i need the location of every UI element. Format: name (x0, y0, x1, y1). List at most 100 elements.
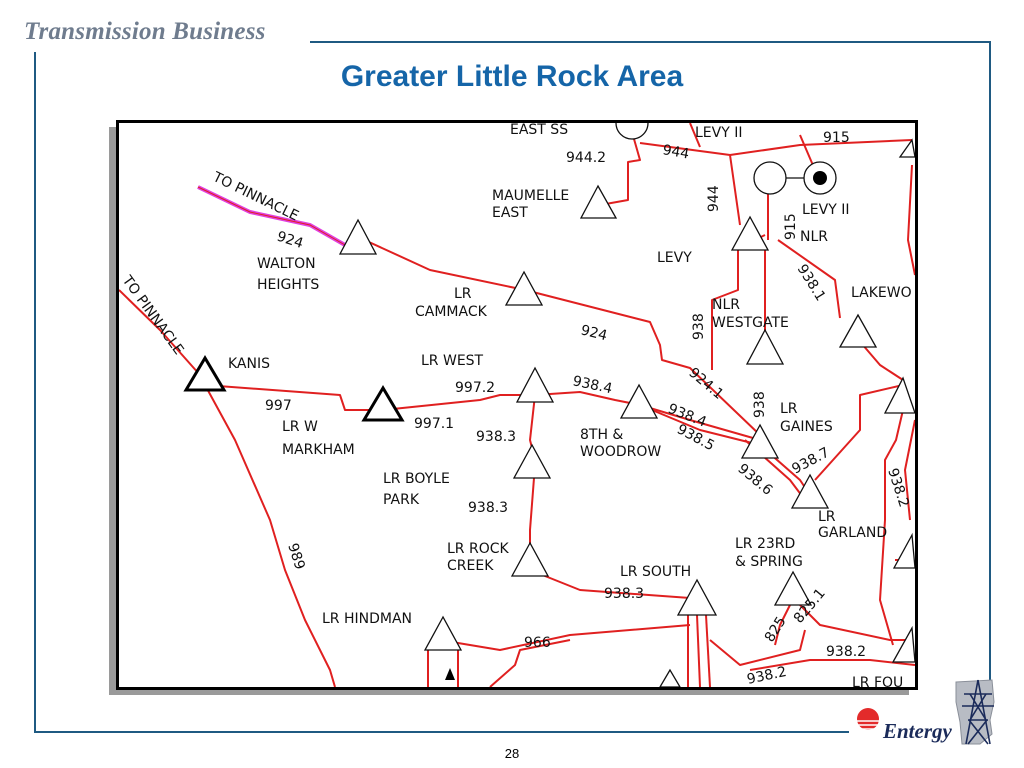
line-938-1 (777, 239, 841, 319)
generator-levy-ii-a (753, 161, 787, 195)
frame-top-rule (310, 41, 991, 43)
substation-lr-garland (790, 473, 830, 509)
line-south-vertical-b (696, 614, 701, 687)
label-lr-garland-2: GARLAND (818, 525, 887, 541)
label-944-2: 944.2 (566, 150, 606, 166)
label-938-6: 938.6 (734, 461, 775, 499)
line-924-walton-cammack (357, 236, 526, 291)
label-lr-w-markham-2: MARKHAM (282, 442, 355, 458)
substation-right-3 (891, 625, 915, 663)
generator-east-ss (615, 123, 649, 140)
line-hindman-966 (439, 624, 691, 651)
sun-icon (857, 708, 879, 730)
label-8th-woodrow-2: WOODROW (580, 444, 661, 460)
label-997: 997 (265, 398, 292, 414)
label-938-2b: 938.2 (746, 664, 789, 687)
label-938-vb: 938 (752, 391, 768, 418)
line-right-edge (907, 164, 915, 276)
substation-maumelle-east (579, 184, 618, 219)
frame-right-rule (989, 41, 991, 681)
label-989: 989 (284, 541, 307, 571)
line-938-5 (639, 404, 761, 446)
line-825-1 (799, 604, 912, 641)
label-lr-garland-1: LR (818, 509, 836, 525)
label-walton-1: WALTON (257, 256, 316, 272)
label-lr-rock-creek-2: CREEK (447, 558, 494, 574)
label-lr-hindman: LR HINDMAN (322, 611, 412, 627)
line-to-pinnacle-1-core (197, 186, 346, 246)
label-lr-23rd-2: & SPRING (735, 554, 803, 570)
substation-right-1 (883, 376, 915, 414)
label-lr-boyle-2: PARK (383, 492, 420, 508)
line-938-4 (534, 391, 641, 406)
substation-lr-fou (659, 668, 681, 687)
label-938-2a: 938.2 (826, 644, 866, 660)
label-997-1: 997.1 (414, 416, 454, 432)
label-lr-south: LR SOUTH (620, 564, 691, 580)
substation-lr-gaines (740, 423, 780, 459)
label-924-1: 924.1 (685, 365, 726, 403)
generator-levy-ii-b-core (813, 171, 827, 185)
label-938-3b: 938.3 (468, 500, 508, 516)
label-lakewood: LAKEWO (851, 285, 912, 301)
substation-lr-west (515, 366, 555, 403)
label-lr-boyle-1: LR BOYLE (383, 471, 450, 487)
slide-title: Greater Little Rock Area (340, 60, 684, 93)
label-938-1: 938.1 (794, 262, 829, 304)
line-966-lower (489, 639, 571, 687)
frame-left-rule (34, 52, 36, 732)
transmission-map: EAST SS LEVY II MAUMELLE EAST LEVY II NL… (116, 120, 918, 690)
substations (338, 138, 915, 687)
line-to-pinnacle-2 (119, 289, 201, 376)
label-938-v: 938 (691, 313, 707, 340)
logo-text: Entergy (882, 719, 953, 743)
substation-levy (730, 215, 770, 251)
line-kanis-markham (204, 384, 383, 411)
label-lr-west: LR WEST (421, 353, 484, 369)
substation-lr-w-markham (361, 385, 405, 422)
header-title: Transmission Business (24, 18, 266, 45)
label-lr-rock-creek-1: LR ROCK (447, 541, 510, 557)
substation-top-right (898, 138, 915, 158)
label-nlr: NLR (800, 229, 828, 245)
label-maumelle-1: MAUMELLE (492, 188, 569, 204)
label-924-mid: 924 (579, 322, 609, 344)
label-825: 825 (762, 614, 790, 645)
label-maumelle-2: EAST (492, 205, 528, 221)
substation-8th-woodrow (619, 383, 659, 419)
line-997-1 (382, 394, 535, 411)
label-lr-cammack-1: LR (454, 286, 472, 302)
line-915 (729, 139, 913, 156)
line-kanis-989 (204, 384, 336, 687)
substation-lr-rock-creek (510, 541, 550, 577)
line-938-2-right (879, 409, 904, 646)
substation-lr-23rd-spring (773, 570, 813, 606)
label-938-3a: 938.3 (476, 429, 516, 445)
substation-nlr-westgate (745, 328, 785, 365)
substation-right-2 (892, 532, 915, 569)
label-lr-fou: LR FOU (852, 675, 903, 687)
line-944-2 (599, 131, 641, 206)
line-938-2-east (904, 419, 915, 521)
label-to-pinnacle-2: TO PINNACLE (119, 272, 187, 358)
line-south-vertical-c (705, 614, 711, 687)
entergy-logo: Entergy (852, 672, 1000, 752)
label-to-pinnacle-1: TO PINNACLE (209, 169, 301, 225)
line-938-2-south (709, 629, 806, 666)
label-997-2: 997.2 (455, 380, 495, 396)
substation-lr-south (676, 578, 718, 616)
label-938-4a: 938.4 (571, 373, 614, 397)
label-924-top: 924 (275, 229, 305, 253)
substation-lr-cammack (504, 270, 544, 306)
label-levy: LEVY (657, 250, 692, 266)
label-east-ss: EAST SS (510, 123, 568, 138)
label-kanis: KANIS (228, 356, 270, 372)
label-levy-ii-right: LEVY II (802, 202, 849, 218)
sun-stripes (856, 720, 880, 730)
line-rock-creek-south (529, 569, 691, 599)
label-nlr-westgate-2: WESTGATE (712, 315, 789, 331)
line-825 (774, 604, 791, 646)
label-lr-w-markham-1: LR W (282, 419, 318, 435)
substation-walton-heights (338, 218, 378, 255)
label-lr-cammack-2: CAMMACK (415, 304, 488, 320)
